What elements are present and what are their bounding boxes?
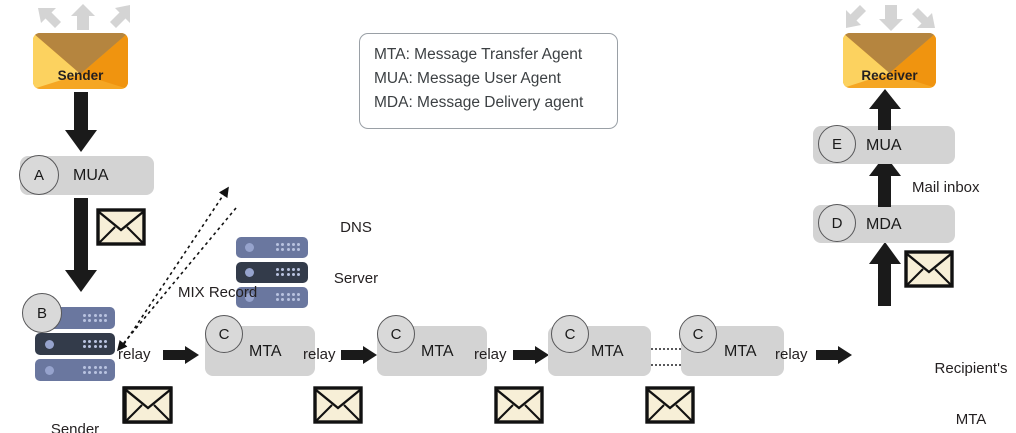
mix-record-label: MIX Record — [178, 284, 258, 301]
dns-label-line2: Server — [333, 270, 379, 287]
sender-mail-server-label: Sender Mail Server — [5, 387, 145, 433]
recipient-mua-label: MUA — [866, 137, 902, 154]
sender-mail-icon: Sender — [33, 33, 128, 94]
mta-badge-2: C — [377, 315, 415, 353]
sender-scatter-arrows-icon — [30, 2, 138, 37]
recipient-mda-badge: D — [818, 204, 856, 242]
envelope-icon — [645, 386, 695, 424]
arrow-mua-to-receiver-icon — [868, 88, 902, 135]
sender-mail-server-label-line1: Sender — [50, 421, 100, 433]
envelope-icon — [123, 386, 173, 424]
recipient-mta-label-line2: MTA — [955, 411, 987, 428]
envelope-icon — [96, 208, 146, 246]
recipient-mua-badge: E — [818, 125, 856, 163]
envelope-icon — [904, 250, 954, 288]
receiver-mail-icon: Receiver — [843, 33, 936, 93]
mta-label-2: MTA — [421, 343, 454, 360]
legend-line-mta: MTA: Message Transfer Agent — [374, 46, 583, 63]
mail-inbox-label: Mail inbox — [912, 179, 980, 196]
envelope-icon — [494, 386, 544, 424]
mta-label-1: MTA — [249, 343, 282, 360]
dns-query-dotted-arrows-icon — [110, 178, 240, 358]
sender-mua-badge: A — [19, 155, 59, 195]
recipient-mta-label-line1: Recipient's — [934, 360, 1008, 377]
dns-server-label: DNS Server — [316, 185, 396, 321]
arrow-recipientmta-to-mda-icon — [868, 240, 902, 311]
mta-label-4: MTA — [724, 343, 757, 360]
receiver-mail-label: Receiver — [861, 68, 918, 83]
legend-box: MTA: Message Transfer Agent MUA: Message… — [359, 33, 618, 129]
relay-label-4: relay — [775, 346, 808, 363]
arrow-mua-to-mailserver-icon — [63, 198, 99, 294]
mta-chain-ellipsis-top — [651, 348, 681, 350]
arrow-right-icon — [163, 344, 201, 371]
sender-mail-server-icon — [35, 307, 115, 382]
mta-label-3: MTA — [591, 343, 624, 360]
arrow-sender-to-mua-icon — [63, 92, 99, 159]
mta-badge-3: C — [551, 315, 589, 353]
arrow-right-icon — [341, 344, 379, 371]
mta-chain-ellipsis-bottom — [651, 364, 681, 366]
mta-badge-4: C — [679, 315, 717, 353]
dns-label-line1: DNS — [340, 219, 372, 236]
relay-label-3: relay — [474, 346, 507, 363]
sender-mua-label: MUA — [73, 167, 109, 184]
relay-label-1: relay — [118, 346, 151, 363]
sender-mail-label: Sender — [57, 68, 104, 83]
envelope-icon — [313, 386, 363, 424]
arrow-right-icon — [816, 344, 854, 371]
arrow-mda-to-mua-icon — [868, 153, 902, 212]
dns-server-icon — [236, 237, 308, 309]
recipient-mda-label: MDA — [866, 216, 902, 233]
legend-line-mda: MDA: Message Delivery agent — [374, 94, 584, 111]
recipient-mta-label: Recipient's MTA — [926, 326, 1016, 433]
sender-mail-server-badge: B — [22, 293, 62, 333]
arrow-right-icon — [513, 344, 551, 371]
receiver-scatter-arrows-icon — [838, 2, 944, 37]
legend-line-mua: MUA: Message User Agent — [374, 70, 561, 87]
mta-badge-1: C — [205, 315, 243, 353]
relay-label-2: relay — [303, 346, 336, 363]
